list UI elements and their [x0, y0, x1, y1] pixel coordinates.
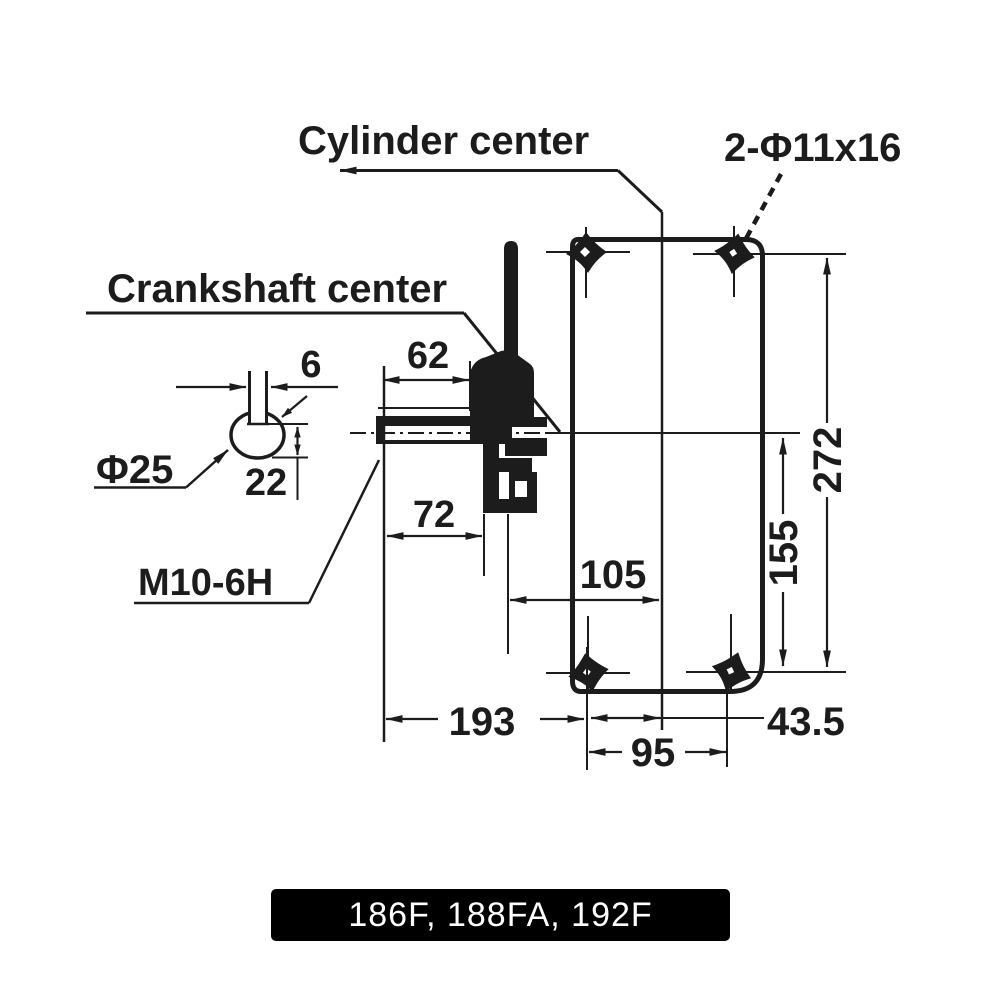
- model-plate-text: 186F, 188FA, 192F: [348, 895, 653, 934]
- dim-155: 155: [762, 520, 806, 587]
- bracket-flange: [470, 350, 534, 417]
- keyway-corner-arrow: [281, 395, 308, 418]
- shaft-keyway-detail: 6 22 Φ25: [94, 344, 338, 504]
- bracket-upright-bar: [504, 241, 518, 362]
- bolt-hole-bottom-right: [711, 652, 752, 692]
- pad-window: [512, 427, 572, 438]
- shaft-diameter-label: Φ25: [96, 448, 173, 492]
- dim-105: 105: [580, 553, 647, 597]
- leader-labels: Cylinder center Crankshaft center 2-Φ11x…: [86, 119, 901, 605]
- dim-95: 95: [631, 731, 676, 775]
- dim-72: 72: [413, 494, 455, 536]
- dim-keyway-depth: 22: [245, 462, 287, 504]
- extension-lines: [382, 361, 728, 770]
- plate-outline: [570, 237, 765, 694]
- keyway-slot-fill: [250, 370, 266, 423]
- hub-boss-slot: [515, 481, 527, 497]
- crankshaft-center-label: Crankshaft center: [107, 267, 447, 311]
- dim-272: 272: [806, 427, 850, 494]
- cylinder-center-label: Cylinder center: [298, 119, 589, 163]
- dim-193: 193: [449, 700, 516, 744]
- hub-bottom-bar: [483, 499, 537, 513]
- bolt-holes-leader: [740, 172, 783, 248]
- bolt-hole-top-left: [566, 232, 607, 273]
- dim-key-width: 6: [300, 344, 321, 386]
- crankshaft-center-leader: [462, 312, 562, 433]
- engine-bracket: [376, 241, 572, 513]
- cylinder-center-leader: [616, 169, 664, 214]
- model-plate: 186F, 188FA, 192F: [271, 889, 730, 941]
- hub-top-bar: [498, 458, 532, 472]
- mounting-thread-leader: [307, 459, 381, 604]
- dim-62: 62: [407, 335, 449, 377]
- mounting-thread-label: M10-6H: [138, 562, 273, 604]
- bolt-holes-label: 2-Φ11x16: [724, 126, 901, 170]
- mounting-plate: [546, 212, 846, 730]
- bolt-hole-top-right: [714, 233, 755, 274]
- dimensions: 62 72 105 193 43.5 95 155 272: [382, 257, 850, 775]
- rail-window: [385, 426, 470, 440]
- shaft-diameter-leader: [185, 449, 229, 489]
- dim-43-5: 43.5: [767, 700, 845, 744]
- hub-left-strip: [483, 444, 499, 513]
